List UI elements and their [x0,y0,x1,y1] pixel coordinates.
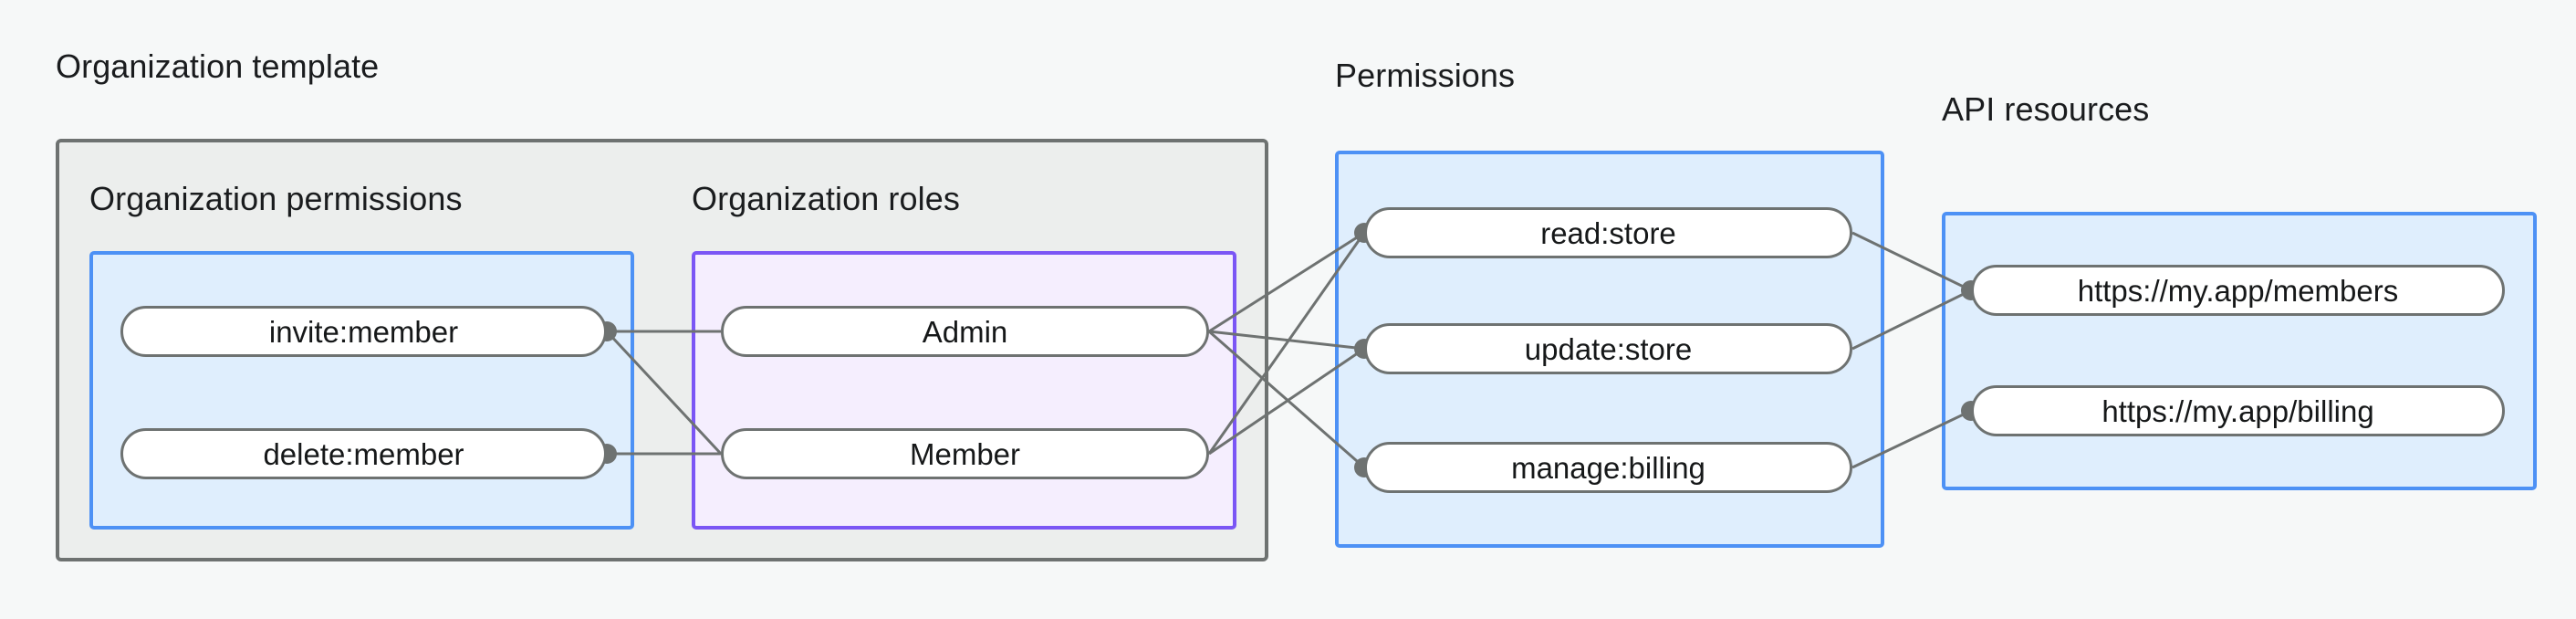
group-label-organization-roles: Organization roles [692,180,960,217]
node-label-invite-member: invite:member [268,314,459,349]
group-label-permissions: Permissions [1335,57,1516,94]
node-label-delete-member: delete:member [263,436,464,471]
node-delete-member[interactable]: delete:member [120,428,607,479]
group-organization-roles [692,251,1236,530]
node-invite-member[interactable]: invite:member [120,306,607,357]
node-label-manage-billing: manage:billing [1511,450,1705,485]
node-label-billing-url: https://my.app/billing [2101,393,2374,428]
node-member[interactable]: Member [721,428,1209,479]
group-label-organization-template: Organization template [56,47,380,85]
node-read-store[interactable]: read:store [1364,207,1852,258]
node-label-read-store: read:store [1540,215,1676,250]
group-organization-permissions [89,251,634,530]
node-label-admin: Admin [922,314,1008,349]
node-members-url[interactable]: https://my.app/members [1971,265,2505,316]
node-manage-billing[interactable]: manage:billing [1364,442,1852,493]
node-label-member: Member [909,436,1021,471]
node-admin[interactable]: Admin [721,306,1209,357]
group-api-resources [1942,212,2537,490]
node-billing-url[interactable]: https://my.app/billing [1971,385,2505,436]
group-label-api-resources: API resources [1942,90,2150,128]
node-label-update-store: update:store [1524,331,1693,366]
group-label-organization-permissions: Organization permissions [89,180,463,217]
node-update-store[interactable]: update:store [1364,323,1852,374]
node-label-members-url: https://my.app/members [2077,273,2399,308]
